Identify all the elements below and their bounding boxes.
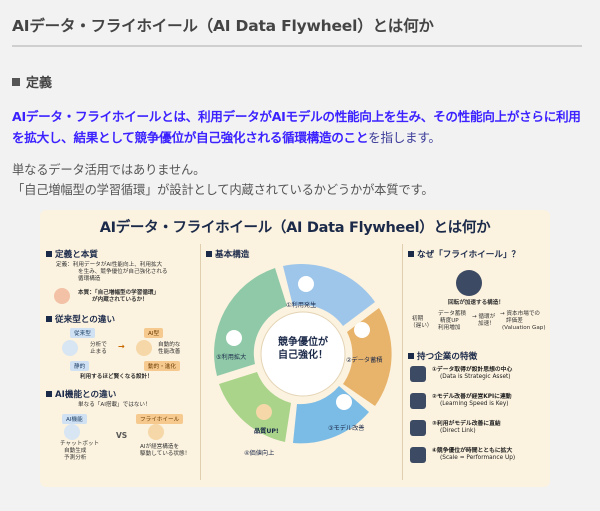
moat-label: (Valuation Gap) xyxy=(502,325,546,331)
feature-1: ①データ取得が設計思想の中心 xyxy=(432,367,513,373)
conventional-pill: 従来型 xyxy=(70,328,95,338)
square-bullet-icon xyxy=(46,251,52,257)
data-up-label: 精度UP xyxy=(440,318,459,324)
why-heading: なぜ「フライホイール」？ xyxy=(408,248,520,260)
conventional-desc: 分析で xyxy=(90,342,107,348)
features-heading: 持つ企業の特徴 xyxy=(408,350,477,362)
lead-tail: を指します。 xyxy=(368,130,441,145)
why-note: 回転が加速する構造！ xyxy=(448,300,504,306)
cycle-step-4: ④価値向上 xyxy=(244,450,275,457)
moat-label: 評価差 xyxy=(506,318,523,324)
section-heading-text: 定義 xyxy=(26,76,53,91)
square-bullet-icon xyxy=(408,353,414,359)
column-divider xyxy=(200,244,201,480)
cycle-step-2: ②データ蓄積 xyxy=(346,357,383,364)
func-note: 単なる「AI搭載」ではない！ xyxy=(78,402,151,408)
cycle-segment-5 xyxy=(214,268,287,376)
document-chart-icon xyxy=(410,366,426,382)
chatbot-icon xyxy=(64,424,80,440)
ai-feature-pill: AI機能 xyxy=(62,414,87,424)
brain-magnifier-icon xyxy=(54,288,70,304)
early-label: （遅い） xyxy=(410,323,433,329)
accel-label: 加速！ xyxy=(478,321,495,327)
feature-3-en: (Direct Link) xyxy=(440,428,476,434)
computer-user-icon xyxy=(298,276,314,292)
def-essence: が内蔵されているか！ xyxy=(92,297,148,303)
cycle-step-3: ③モデル改善 xyxy=(328,425,365,432)
conventional-desc: 止まる xyxy=(90,349,107,355)
database-icon xyxy=(354,322,370,338)
users-group-icon xyxy=(226,330,242,346)
flywheel-icon xyxy=(456,270,482,296)
ai-feature-list: 予測分析 xyxy=(64,455,87,461)
square-bullet-icon xyxy=(408,251,414,257)
data-up-label: 利用増加 xyxy=(438,325,461,331)
sub-paragraph: 単なるデータ活用ではありません。 「自己増幅型の学習循環」が設計として内蔵されて… xyxy=(12,160,582,200)
ai-type-pill: AI型 xyxy=(144,328,164,338)
diff-note: 利用するほど賢くなる設計！ xyxy=(80,374,153,380)
func-heading: AI機能との違い xyxy=(46,388,116,400)
quality-up-label: 品質UP! xyxy=(254,428,279,435)
structure-heading: 基本構造 xyxy=(206,248,249,260)
cycle-step-1: ①利用発生 xyxy=(286,302,317,309)
square-bullet-icon xyxy=(46,391,52,397)
diff-heading: 従来型との違い xyxy=(46,313,115,325)
page-title: AIデータ・フライホイール（AI Data Flywheel）とは何か xyxy=(12,14,582,47)
ai-feature-list: 自動生成 xyxy=(64,448,87,454)
flywheel-desc: AIが経営構造を xyxy=(140,444,180,450)
flywheel-pill: フライホイール xyxy=(136,414,184,424)
feature-1-en: (Data is Strategic Asset) xyxy=(440,374,511,380)
infographic: AIデータ・フライホイール（AI Data Flywheel）とは何か 定義と本… xyxy=(40,210,550,487)
dynamic-pill: 動的・進化 xyxy=(144,361,180,371)
data-up-label: データ蓄積 xyxy=(438,311,466,317)
section-heading: 定義 xyxy=(12,72,52,91)
robot-icon xyxy=(136,340,152,356)
early-label: 初期 xyxy=(412,316,424,322)
def-text: を生み、競争優位が自己強化される xyxy=(78,269,168,275)
cycle-center xyxy=(260,311,346,397)
feature-2-en: (Learning Speed is Key) xyxy=(440,401,509,407)
hand-link-icon xyxy=(410,420,426,436)
brain-gear-icon xyxy=(336,394,352,410)
square-bullet-icon xyxy=(46,316,52,322)
package-icon xyxy=(256,404,272,420)
kpi-chart-icon xyxy=(410,393,426,409)
clock-growth-icon xyxy=(410,447,426,463)
infographic-title: AIデータ・フライホイール（AI Data Flywheel）とは何か xyxy=(99,220,491,236)
def-text: 定義：利用データがAI性能向上、利用拡大 xyxy=(56,262,163,268)
feature-2: ②モデル改善が経営KPIに連動 xyxy=(432,394,512,400)
accel-label: → 循環が xyxy=(472,314,496,320)
def-text: 循環構造 xyxy=(78,276,101,282)
feature-4: ④競争優位が時間とともに拡大 xyxy=(432,448,513,454)
analyst-icon xyxy=(62,340,78,356)
lead-paragraph: AIデータ・フライホイールとは、利用データがAIモデルの性能向上を生み、その性能… xyxy=(12,106,590,148)
feature-3: ③利用がモデル改善に直結 xyxy=(432,421,501,427)
def-essence: 本質：「自己増幅型の学習循環」 xyxy=(78,290,160,296)
building-icon xyxy=(148,424,164,440)
cycle-step-5: ⑤利用拡大 xyxy=(216,354,247,361)
square-bullet-icon xyxy=(206,251,212,257)
flywheel-desc: 駆動している状態！ xyxy=(140,451,191,457)
column-divider xyxy=(402,244,403,480)
cycle-core-text: 競争優位が 自己強化！ xyxy=(278,337,328,361)
moat-label: → 資本市場での xyxy=(500,311,541,317)
ai-feature-list: チャットボット xyxy=(60,441,100,447)
vs-label: VS xyxy=(116,431,128,440)
ai-desc: 自動的な xyxy=(158,342,181,348)
arrow-icon: → xyxy=(118,342,125,351)
cycle-segment-4 xyxy=(219,372,291,442)
def-heading: 定義と本質 xyxy=(46,248,98,260)
lead-main: AIデータ・フライホイールとは、利用データがAIモデルの性能向上を生み、その性能… xyxy=(12,109,581,145)
static-pill: 静的 xyxy=(70,361,90,371)
ai-desc: 性能改善 xyxy=(158,349,181,355)
square-bullet-icon xyxy=(12,78,20,86)
feature-4-en: (Scale = Performance Up) xyxy=(440,455,516,461)
sub-line-2: 「自己増幅型の学習循環」が設計として内蔵されているかどうかが本質です。 xyxy=(12,183,434,197)
sub-line-1: 単なるデータ活用ではありません。 xyxy=(12,163,206,177)
